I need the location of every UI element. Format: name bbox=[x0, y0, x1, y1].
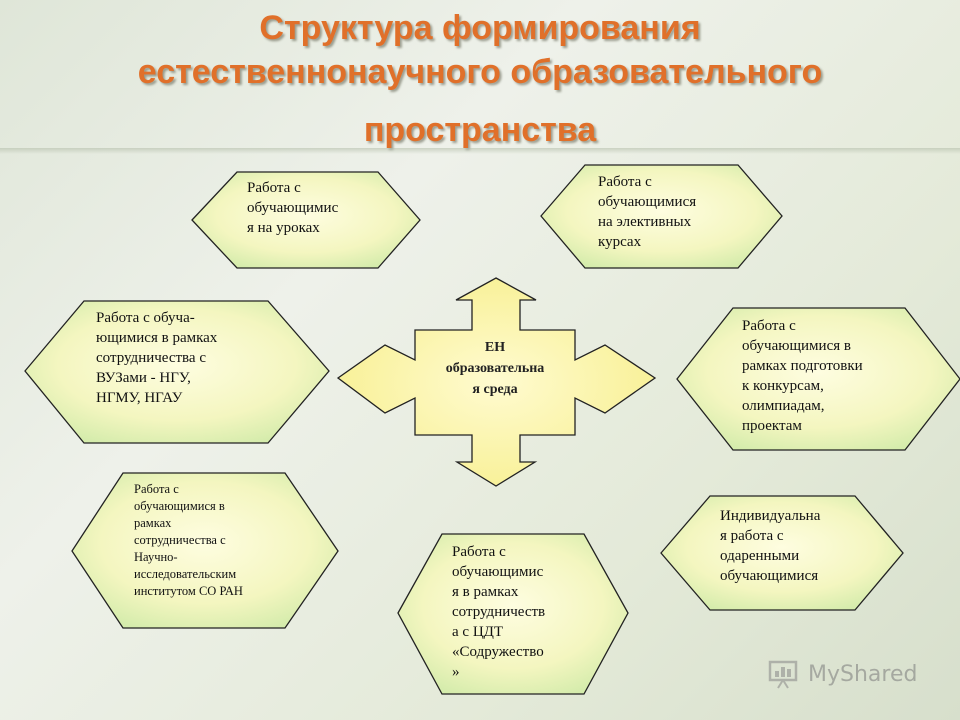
hexagon-bottom-right bbox=[660, 495, 904, 611]
title-line-2: естественнонаучного образовательного bbox=[137, 53, 823, 91]
presentation-icon bbox=[768, 660, 798, 689]
node-bottom-left-text: Работа с обучающимися в рамках сотруднич… bbox=[134, 482, 243, 598]
node-top-right-text: Работа с обучающимися на элективных курс… bbox=[598, 174, 697, 250]
myshared-watermark: MyShared bbox=[768, 656, 917, 692]
title-divider bbox=[0, 148, 960, 154]
hexagon-top-left bbox=[191, 171, 421, 269]
slide-title: Структура формирования естественнонаучно… bbox=[0, 6, 960, 152]
hexagon-bottom-left bbox=[71, 472, 339, 629]
center-label: ЕН образовательна я среда bbox=[445, 340, 545, 397]
hexagon-mid-right bbox=[676, 307, 960, 451]
title-line-1: Структура формирования bbox=[259, 9, 701, 47]
node-top-left-text: Работа с обучающимис я на уроках bbox=[247, 180, 339, 236]
hexagon-bottom-center bbox=[397, 533, 629, 695]
node-mid-left-text: Работа с обуча- ющимися в рамках сотрудн… bbox=[96, 310, 218, 406]
watermark-text: MyShared bbox=[808, 661, 918, 687]
hexagon-top-right bbox=[540, 164, 783, 269]
node-bottom-right-text: Индивидуальна я работа с одаренными обуч… bbox=[720, 508, 821, 584]
title-line-3: пространства bbox=[363, 111, 597, 149]
center-cross-arrows bbox=[336, 277, 657, 487]
node-mid-right-text: Работа с обучающимися в рамках подготовк… bbox=[742, 318, 863, 434]
hexagon-mid-left bbox=[24, 300, 330, 444]
node-bottom-center-text: Работа с обучающимис я в рамках сотрудни… bbox=[452, 544, 546, 680]
